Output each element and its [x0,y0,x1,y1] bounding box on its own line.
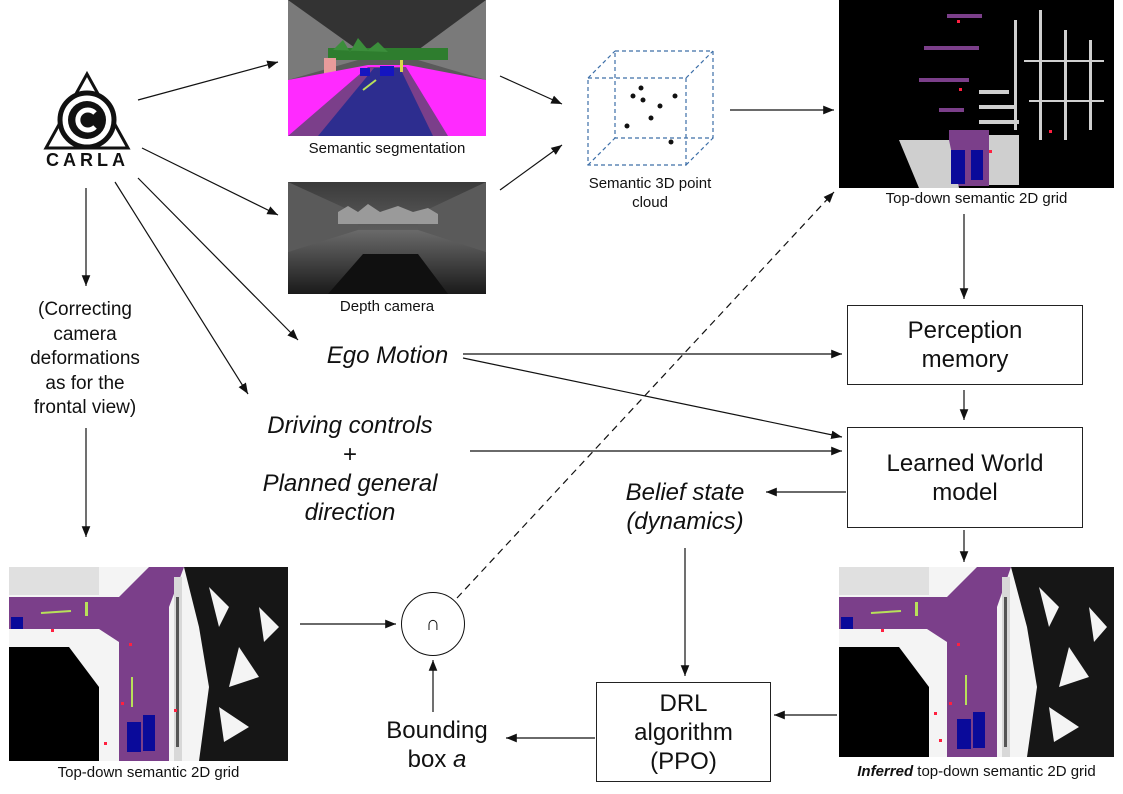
ego-motion-label: Ego Motion [326,342,449,369]
arrow-carla-to-driving [114,181,249,395]
inferred-emphasis: Inferred [857,763,914,780]
topdown-grid-inferred-image [839,567,1114,757]
depth-camera-image [288,182,486,294]
arrow-ego-to-worldmodel [462,357,843,440]
learned-world-model-box: Learned World model [847,427,1083,528]
belief-state-line2: (dynamics) [626,508,744,535]
planned-direction-line1: Planned general [262,470,438,497]
arrow-intersection-to-topdown-dashed [456,191,835,599]
topdown-grid-top-caption: Top-down semantic 2D grid [885,190,1068,207]
point-cloud-cube [585,48,717,168]
point-cloud-caption-line2: cloud [632,194,668,211]
drl-line1: DRL [659,689,708,717]
driving-controls-label: Driving controls + Planned general direc… [240,411,460,527]
semantic-segmentation-caption: Semantic segmentation [308,140,466,157]
correcting-line4: as for the [45,372,125,394]
arrow-carla-to-ego [137,177,299,341]
perception-memory-line1: Perception [907,317,1023,344]
driving-controls-line: Driving controls [267,412,433,439]
world-model-line2: model [932,478,998,506]
topdown-grid-top-image [839,0,1114,188]
correcting-line3: deformations [30,348,140,369]
carla-logo-icon [43,70,131,150]
intersection-node: ∩ [401,592,465,656]
depth-camera-caption: Depth camera [339,298,435,315]
correcting-line5: frontal view) [33,397,137,418]
arrow-carla-to-depth [141,147,279,216]
topdown-grid-bottom-left-image [9,567,288,761]
bounding-box-line1: Bounding [386,717,488,744]
correcting-line1: (Correcting [38,299,132,320]
belief-state-line1: Belief state [625,479,745,506]
drl-line3: (PPO) [650,747,717,775]
perception-memory-box: Perception memory [847,305,1083,385]
semantic-segmentation-image [288,0,486,136]
drl-algorithm-box: DRL algorithm (PPO) [596,682,771,782]
arrow-depth-to-cloud [499,144,563,191]
plus-sign: + [342,441,357,468]
point-marker [638,85,644,91]
drl-line2: algorithm [634,718,733,746]
bounding-box-label: Bounding box a [372,716,502,774]
planned-direction-line2: direction [304,499,396,526]
point-cloud-caption: Semantic 3D point cloud [560,174,740,212]
arrow-carla-to-segmentation [137,60,279,101]
inferred-caption-rest: top-down semantic 2D grid [913,763,1096,780]
bounding-box-line2: box [407,746,453,773]
bounding-box-variable: a [453,746,467,773]
carla-logo-text: CARLA [46,150,129,170]
point-cloud-caption-line1: Semantic 3D point [588,175,712,192]
topdown-grid-inferred-caption: Inferred top-down semantic 2D grid [839,763,1114,780]
intersection-symbol: ∩ [425,612,441,635]
world-model-line1: Learned World [886,449,1044,477]
carla-logo: CARLA [40,70,135,175]
correcting-deformations-label: (Correcting camera deformations as for t… [10,298,160,421]
perception-memory-line2: memory [921,346,1009,373]
correcting-line2: camera [53,323,117,345]
belief-state-label: Belief state (dynamics) [605,478,765,536]
topdown-grid-bottom-left-caption: Top-down semantic 2D grid [57,764,240,781]
arrow-segmentation-to-cloud [499,75,563,105]
